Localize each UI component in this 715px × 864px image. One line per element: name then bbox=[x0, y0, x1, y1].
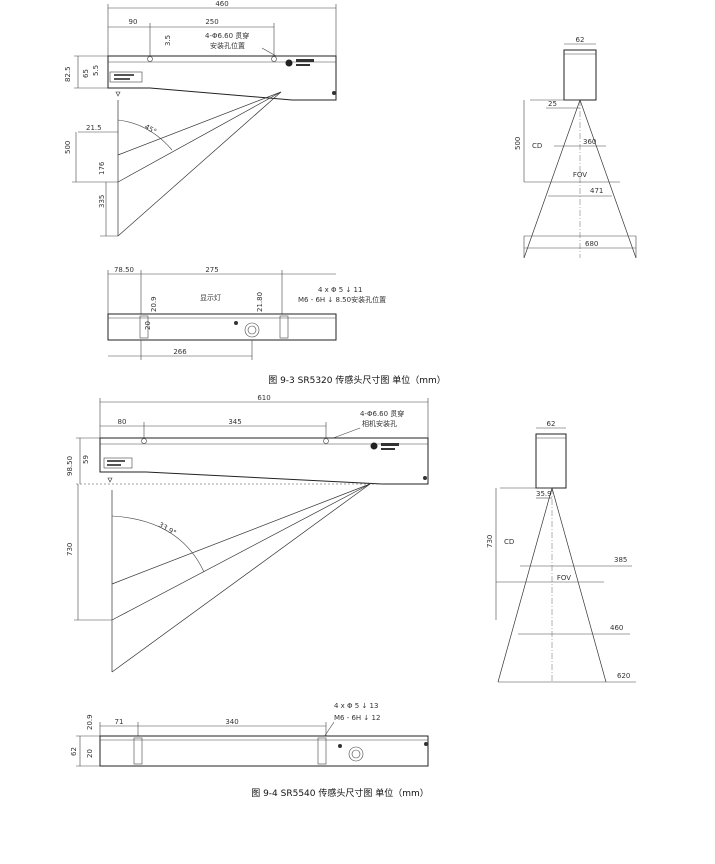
fig3-beam-dim-360: 360 bbox=[583, 138, 596, 146]
fig3-top-dim-275: 275 bbox=[205, 266, 218, 274]
fig3-hole-note-1: 4-Φ6.60 贯穿 bbox=[205, 31, 249, 40]
fig4-lens bbox=[348, 746, 364, 762]
fig4-angle-label: 33.9° bbox=[157, 521, 178, 537]
fig3-mount-hole-left bbox=[147, 56, 153, 62]
fig4-top-dim-20-9: 20.9 bbox=[86, 714, 94, 730]
fig4-mount-hole-left bbox=[141, 438, 147, 444]
fig4-mount-hole-right bbox=[323, 438, 329, 444]
fig4-dim-98-50: 98.50 bbox=[66, 456, 74, 476]
fig4-beam-dim-460: 460 bbox=[610, 624, 623, 632]
fig3-top-view: 78.50 275 4 x Φ 5 ↓ 11 M6 - 6H ↓ 8.50安装孔… bbox=[107, 266, 386, 360]
fig3-lens bbox=[244, 322, 260, 338]
fig4-side-view: 610 80 345 4-Φ6.60 贯穿 相机安装孔 98.50 59 730 bbox=[66, 394, 429, 673]
fig3-dim-21-5: 21.5 bbox=[86, 124, 102, 132]
fig3-beam-cone bbox=[523, 99, 637, 259]
fig3-top-dim-20: 20 bbox=[144, 321, 152, 330]
fig4-top-hole-note-2: M6 - 6H ↓ 12 bbox=[334, 714, 380, 722]
fig3-beam-dim-680: 680 bbox=[585, 240, 598, 248]
fig3-beam-view: 62 25 500 CD 360 FOV 471 680 bbox=[514, 36, 637, 259]
fig3-dim-90: 90 bbox=[129, 18, 138, 26]
fig3-brand-logo bbox=[285, 59, 293, 67]
fig3-top-body bbox=[107, 313, 337, 341]
fig4-beam-fov: FOV bbox=[557, 574, 571, 582]
fig4-sensor-front bbox=[535, 433, 567, 489]
fig4-top-dim-62: 62 bbox=[70, 747, 78, 756]
fig3-top-dim-20-9: 20.9 bbox=[150, 296, 158, 312]
fig4-beam-dim-620: 620 bbox=[617, 672, 630, 680]
fig3-top-indicator: 显示灯 bbox=[200, 293, 221, 302]
fig3-mount-hole-right bbox=[271, 56, 277, 62]
fig4-beam-dim-35-9: 35.9 bbox=[536, 490, 552, 498]
fig3-beam-fov: FOV bbox=[573, 171, 587, 179]
fig3-angle-arc bbox=[117, 119, 173, 151]
fig3-angle-label: 45° bbox=[143, 123, 158, 136]
fig3-dim-176: 176 bbox=[98, 161, 106, 175]
fig4-beam-dim-385: 385 bbox=[614, 556, 627, 564]
fig3-beam-dim-62: 62 bbox=[576, 36, 585, 44]
fig3-dim-500: 500 bbox=[64, 141, 72, 154]
fig3-dim-5-5: 5.5 bbox=[92, 65, 100, 76]
fig4-hole-note-1: 4-Φ6.60 贯穿 bbox=[360, 409, 404, 418]
fig3-dim-335: 335 bbox=[98, 195, 106, 208]
fig4-top-view: 71 340 4 x Φ 5 ↓ 13 M6 - 6H ↓ 12 20.9 62… bbox=[70, 702, 429, 767]
fig4-angle-arc bbox=[111, 515, 205, 573]
fig3-laser-marker bbox=[115, 91, 121, 97]
fig4-sensor-body bbox=[99, 437, 429, 485]
fig4-dim-total: 610 bbox=[257, 394, 270, 402]
fig3-sensor-front bbox=[563, 49, 597, 101]
fig4-beam-cone bbox=[497, 487, 607, 683]
fig3-dim-3-5: 3.5 bbox=[164, 35, 172, 46]
fig3-beam-cd: CD bbox=[532, 142, 542, 150]
fig3-top-hole-note-2: M6 - 6H ↓ 8.50安装孔位置 bbox=[298, 295, 386, 304]
fig4-hole-note-2: 相机安装孔 bbox=[362, 419, 397, 428]
fig4-label-plate bbox=[103, 457, 133, 469]
fig4-brand-logo bbox=[370, 442, 378, 450]
fig3-label-plate bbox=[109, 71, 143, 83]
fig4-beam-dim-62: 62 bbox=[547, 420, 556, 428]
fig3-dim-250: 250 bbox=[205, 18, 218, 26]
fig3-top-dim-21-80: 21.80 bbox=[256, 292, 264, 312]
fig4-beam-view: 62 35.9 730 CD 385 FOV 460 620 bbox=[486, 420, 636, 683]
fig3-hole-note-2: 安装孔位置 bbox=[210, 41, 245, 50]
fig4-caption: 图 9-4 SR5540 传感头尺寸图 单位（mm） bbox=[251, 787, 429, 799]
fig4-beam-cd: CD bbox=[504, 538, 514, 546]
fig3-dim-total: 460 bbox=[215, 0, 228, 8]
fig3-top-dim-266: 266 bbox=[173, 348, 187, 356]
fig3-beam-dim-471: 471 bbox=[590, 187, 603, 195]
fig4-dim-730: 730 bbox=[66, 543, 74, 556]
fig3-top-hole-note-1: 4 x Φ 5 ↓ 11 bbox=[318, 286, 362, 294]
fig4-top-dim-340: 340 bbox=[225, 718, 238, 726]
fig3-dim-65: 65 bbox=[82, 69, 90, 78]
fig4-dim-345: 345 bbox=[228, 418, 241, 426]
fig3-caption: 图 9-3 SR5320 传感头尺寸图 单位（mm） bbox=[268, 374, 446, 386]
fig4-dim-80: 80 bbox=[118, 418, 127, 426]
fig3-beam-dim-500: 500 bbox=[514, 137, 522, 150]
fig4-top-hole-note-1: 4 x Φ 5 ↓ 13 bbox=[334, 702, 378, 710]
fig4-dim-59: 59 bbox=[82, 455, 90, 464]
fig4-beam-dim-730: 730 bbox=[486, 535, 494, 548]
fig3-indicator-light bbox=[234, 321, 238, 325]
fig4-top-body bbox=[99, 735, 429, 767]
fig4-indicator-light bbox=[338, 744, 342, 748]
fig4-top-dim-71: 71 bbox=[115, 718, 124, 726]
fig3-beam-dim-25: 25 bbox=[548, 100, 557, 108]
fig3-side-view: 460 90 250 3.5 4-Φ6.60 贯穿 安装孔位置 82.5 65 … bbox=[64, 0, 337, 237]
fig4-top-dim-20: 20 bbox=[86, 749, 94, 758]
fig3-top-dim-78-50: 78.50 bbox=[114, 266, 134, 274]
fig3-dim-82-5: 82.5 bbox=[64, 66, 72, 82]
